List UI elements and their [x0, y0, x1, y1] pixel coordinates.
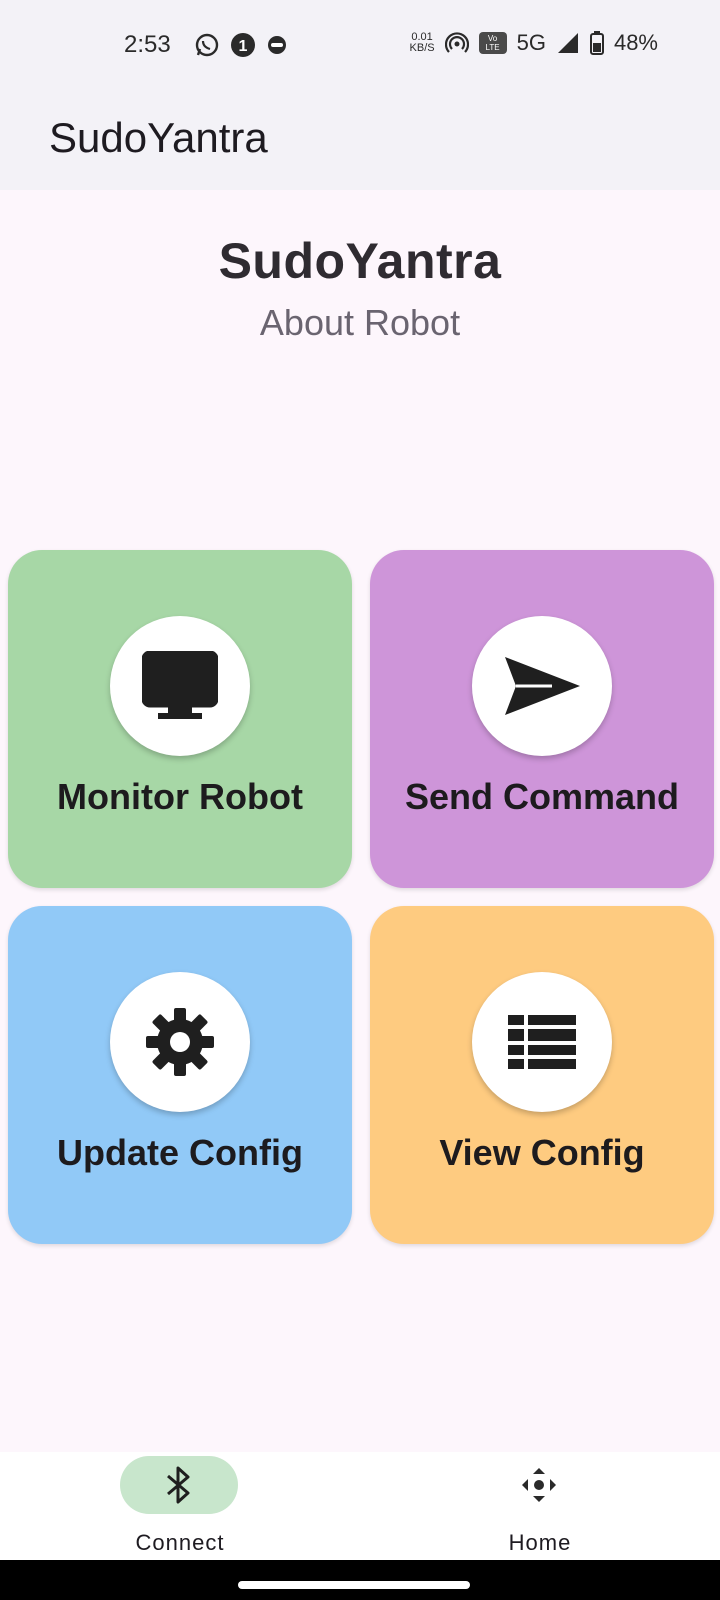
nav-item-home[interactable]: Home: [360, 1452, 720, 1560]
nav-home-icon-holder[interactable]: [480, 1456, 598, 1514]
system-gesture-bar: [0, 1560, 720, 1600]
notification-count-icon: 1: [230, 32, 256, 58]
list-icon: [508, 1015, 576, 1069]
nav-label-home: Home: [508, 1530, 572, 1555]
app-notification-icon: [266, 34, 288, 56]
nav-active-indicator[interactable]: [120, 1456, 238, 1514]
notification-icons: 1: [194, 32, 288, 58]
network-type: 5G: [516, 30, 546, 55]
page-subtitle: About Robot: [259, 302, 461, 343]
battery-icon: [589, 31, 604, 55]
monitor-icon: [142, 651, 218, 719]
view-config-label: View Config: [439, 1132, 645, 1173]
bottom-navigation: Connect Home: [0, 1452, 720, 1560]
nav-label-connect: Connect: [135, 1530, 225, 1555]
svg-text:1: 1: [239, 38, 248, 55]
hotspot-icon: [444, 31, 469, 55]
gesture-handle[interactable]: [238, 1581, 470, 1589]
nav-item-connect[interactable]: Connect: [0, 1452, 360, 1560]
page-title: SudoYantra: [218, 233, 502, 289]
update-config-tile[interactable]: Update Config: [8, 906, 352, 1244]
list-icon-circle: [472, 972, 612, 1112]
page-header: SudoYantra About Robot: [0, 232, 720, 344]
signal-icon: [556, 31, 580, 55]
bluetooth-icon: [167, 1466, 190, 1504]
battery-level: 48%: [613, 30, 658, 55]
network-speed: 0.01 KB/S: [409, 31, 435, 54]
whatsapp-icon: [194, 32, 220, 58]
update-config-label: Update Config: [57, 1132, 303, 1173]
send-icon: [505, 657, 580, 715]
gear-icon-circle: [110, 972, 250, 1112]
app-bar: SudoYantra: [0, 92, 720, 190]
monitor-robot-label: Monitor Robot: [57, 776, 303, 817]
send-command-label: Send Command: [404, 776, 680, 817]
app-bar-title: SudoYantra: [49, 114, 268, 161]
monitor-robot-tile[interactable]: Monitor Robot: [8, 550, 352, 888]
monitor-icon-circle: [110, 616, 250, 756]
gear-icon: [146, 1008, 214, 1076]
status-time: 2:53: [124, 31, 171, 58]
send-command-tile[interactable]: Send Command: [370, 550, 714, 888]
view-config-tile[interactable]: View Config: [370, 906, 714, 1244]
gamepad-icon: [522, 1468, 556, 1502]
send-icon-circle: [472, 616, 612, 756]
